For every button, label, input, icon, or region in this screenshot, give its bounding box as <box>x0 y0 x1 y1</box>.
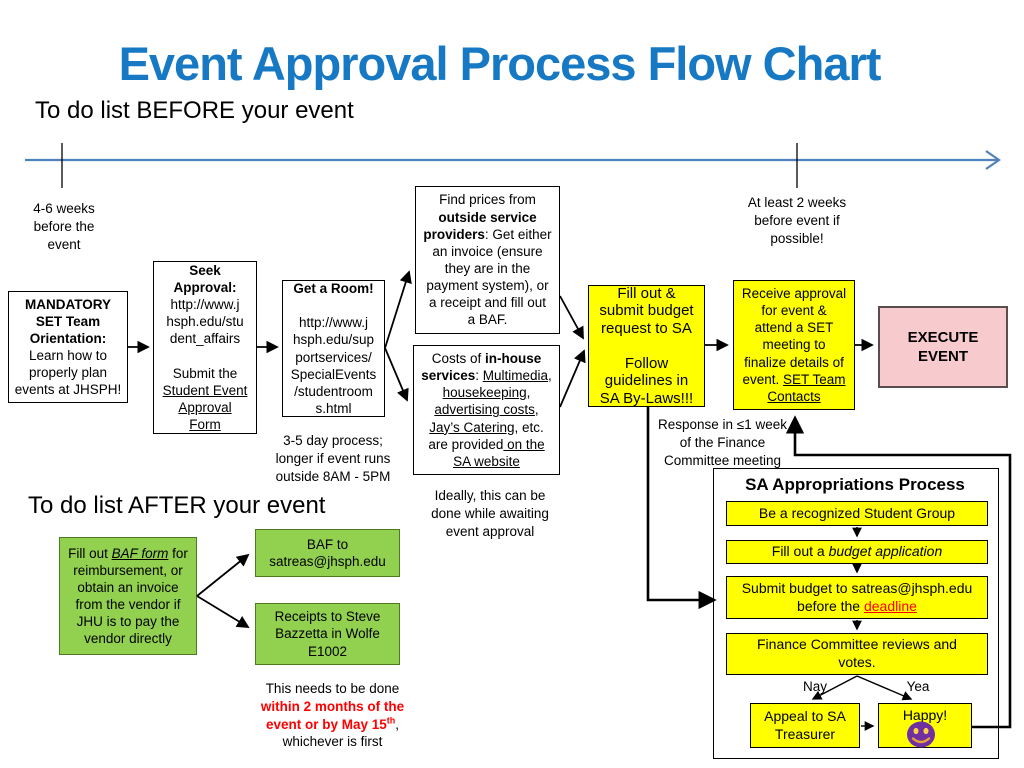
branch-label-nay: Nay <box>802 679 827 694</box>
sa-step-budget-application: Fill out a budget application <box>726 540 988 564</box>
smiley-face-icon <box>907 721 935 748</box>
step-execute-event: EXECUTE EVENT <box>878 306 1008 388</box>
section-heading-before: To do list BEFORE your event <box>35 97 354 124</box>
section-heading-after: To do list AFTER your event <box>28 492 326 519</box>
slide-title: Event Approval Process Flow Chart <box>118 37 882 90</box>
sa-step-recognized-group: Be a recognized Student Group <box>726 501 988 526</box>
branch-label-yea: Yea <box>906 679 930 694</box>
sa-panel-title: SA Appropriations Process <box>745 475 965 494</box>
timeline-arrow <box>25 143 1001 188</box>
